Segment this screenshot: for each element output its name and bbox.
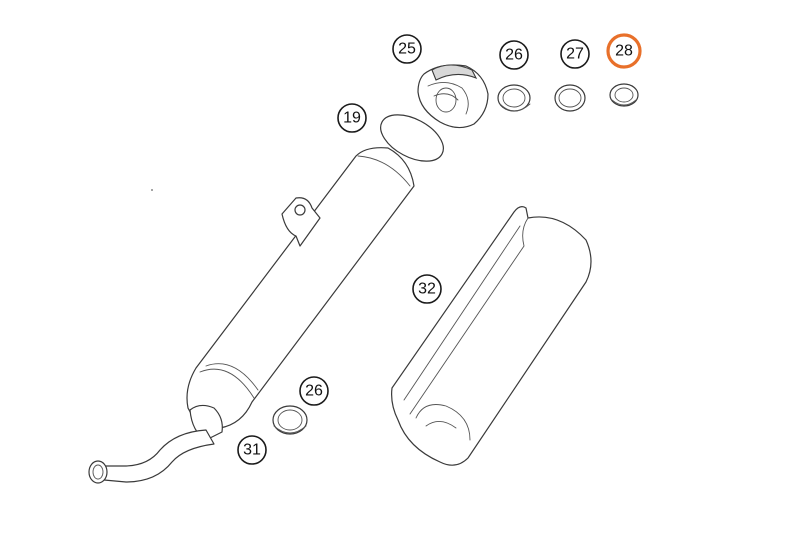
part-27-ring[interactable] — [554, 84, 586, 112]
svg-text:26: 26 — [305, 383, 323, 400]
callout-26-top[interactable]: 26 — [499, 40, 529, 70]
callout-26-bottom[interactable]: 26 — [299, 376, 329, 406]
part-28-nut[interactable] — [609, 83, 639, 107]
svg-text:32: 32 — [418, 281, 436, 298]
svg-text:31: 31 — [243, 442, 261, 459]
svg-text:28: 28 — [615, 43, 633, 60]
callout-28-highlighted[interactable]: 28 — [606, 33, 642, 69]
svg-text:25: 25 — [398, 41, 416, 58]
svg-text:19: 19 — [343, 110, 361, 127]
callout-27[interactable]: 27 — [560, 39, 590, 69]
stray-dot — [151, 189, 153, 191]
part-31-silencer[interactable] — [88, 147, 415, 484]
callout-19[interactable]: 19 — [337, 103, 367, 133]
svg-text:26: 26 — [505, 47, 523, 64]
callout-25[interactable]: 25 — [392, 34, 422, 64]
part-26-bushing-top[interactable] — [497, 84, 531, 112]
callout-31[interactable]: 31 — [237, 435, 267, 465]
svg-text:27: 27 — [566, 46, 584, 63]
part-32-sleeve[interactable] — [391, 206, 592, 466]
part-26-bushing-bottom[interactable] — [272, 405, 308, 435]
callout-32[interactable]: 32 — [412, 274, 442, 304]
part-25-end-cap[interactable] — [417, 64, 489, 129]
part-19-gasket[interactable] — [373, 105, 451, 170]
